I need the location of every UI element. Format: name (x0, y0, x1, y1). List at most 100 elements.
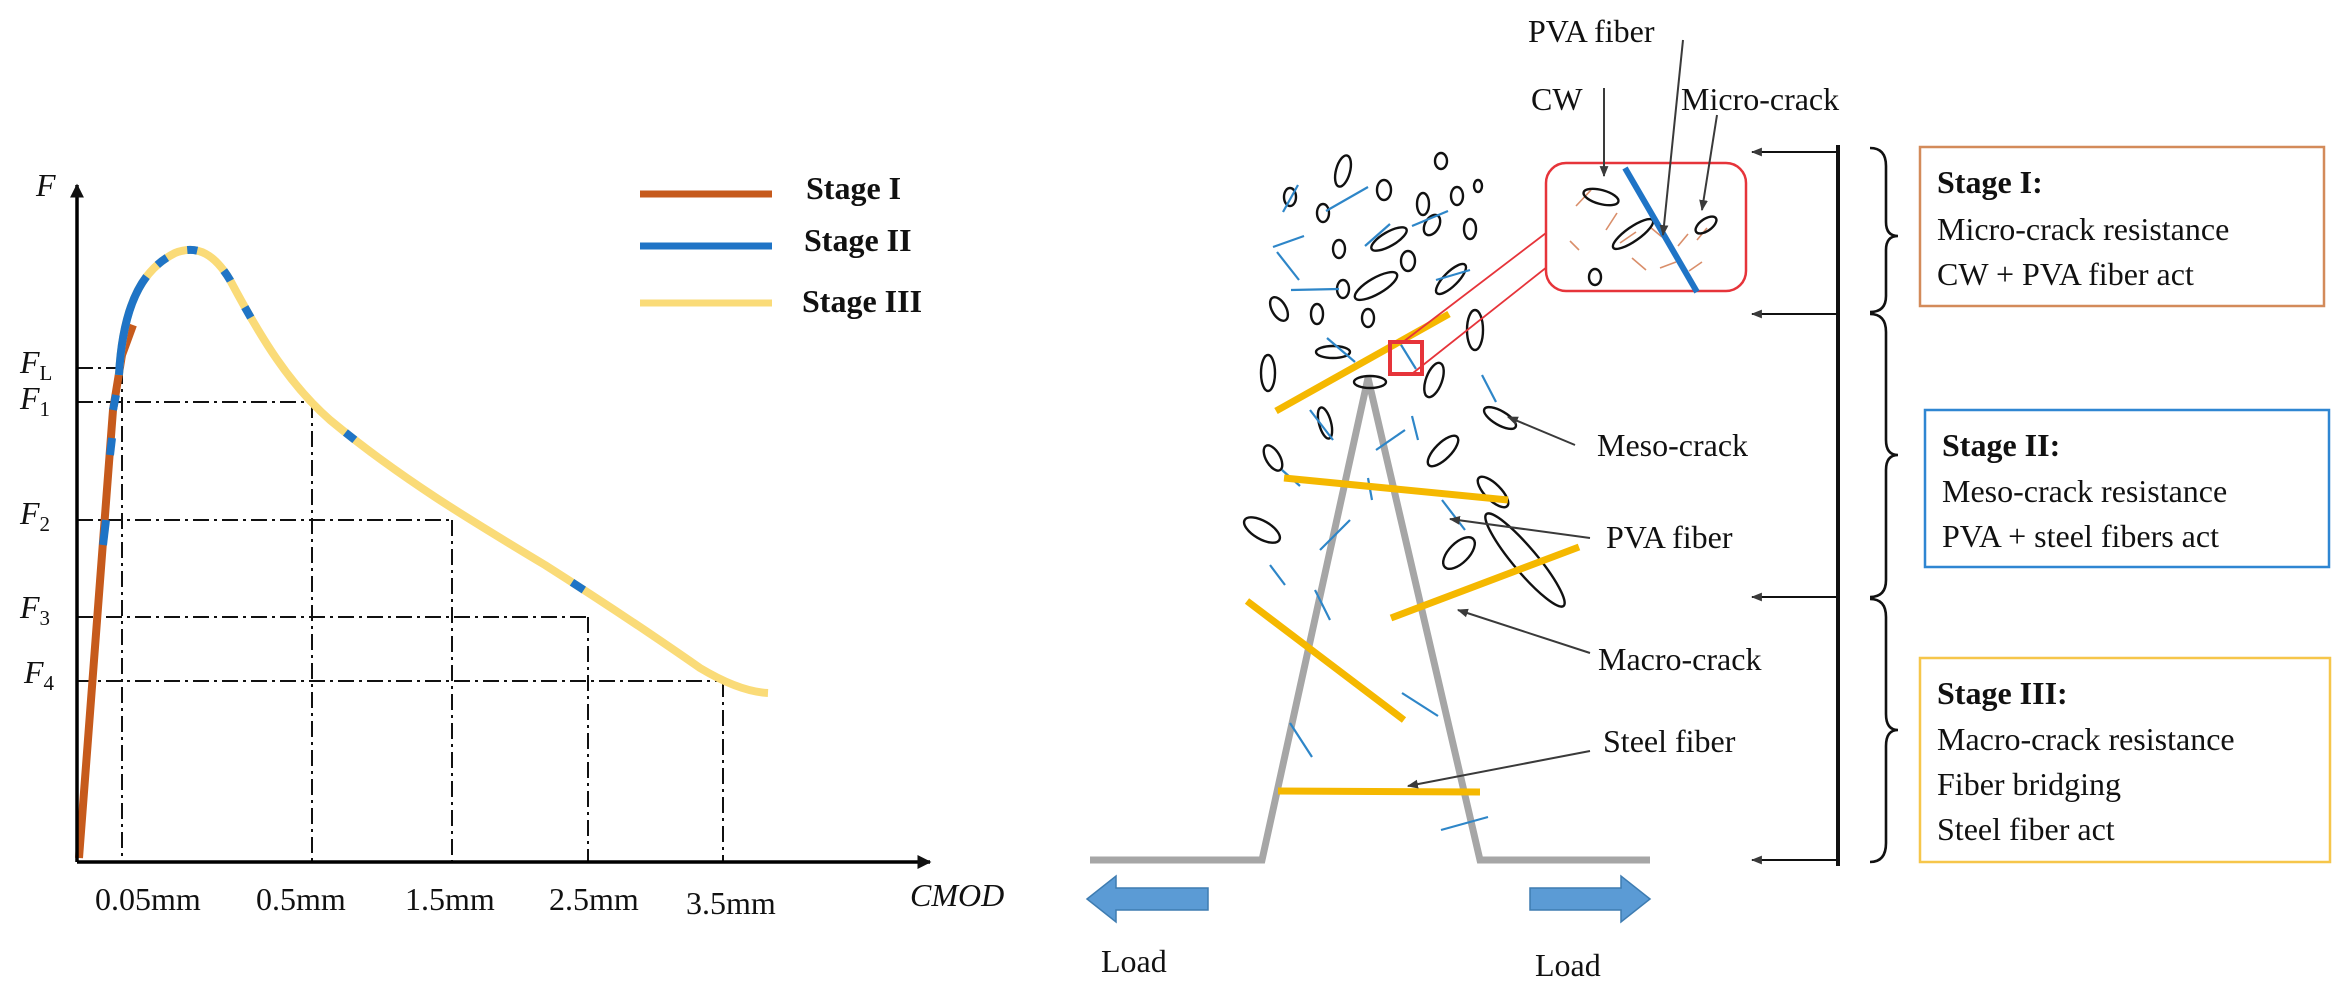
cw-whisker (1688, 261, 1703, 272)
steel-fiber (1274, 310, 1451, 415)
curve-stage-2-mark (109, 394, 120, 411)
stage-box-1: Stage I: Micro-crack resistance CW + PVA… (1918, 145, 2326, 308)
pva-fiber (1314, 589, 1331, 621)
label-pva-fiber-top: PVA fiber (1528, 13, 1655, 49)
stage-box-3-line: Steel fiber act (1937, 811, 2115, 847)
stage-box-1-line: Micro-crack resistance (1937, 211, 2229, 247)
label-cw: CW (1531, 81, 1583, 117)
zoom-connector-top (1402, 232, 1547, 343)
pva-fiber (1269, 564, 1286, 586)
pva-fiber (1440, 815, 1489, 832)
legend-label-stage-3: Stage III (802, 283, 922, 319)
pva-fiber (1364, 223, 1391, 247)
micro-crack (1353, 270, 1399, 302)
micro-crack (1316, 406, 1334, 440)
stage-box-2: Stage II: Meso-crack resistance PVA + st… (1923, 408, 2331, 569)
x-tick-label: 1.5mm (405, 881, 495, 917)
stage-box-2-title: Stage II: (1942, 427, 2060, 463)
micro-crack-inset (1582, 187, 1620, 207)
label-pva-fiber: PVA fiber (1606, 519, 1733, 555)
micro-crack (1315, 202, 1331, 224)
pva-fiber (1411, 209, 1449, 228)
pva-fiber (1325, 186, 1369, 212)
legend-label-stage-2: Stage II (804, 222, 912, 258)
specimen-outline (1090, 377, 1650, 864)
leader-micro-crack (1699, 114, 1718, 212)
label-micro-crack: Micro-crack (1681, 81, 1839, 117)
micro-crack (1433, 151, 1449, 171)
stage-box-3-frame (1918, 656, 2332, 864)
label-meso-crack: Meso-crack (1597, 427, 1748, 463)
load-label-left: Load (1101, 943, 1167, 979)
micro-crack (1415, 191, 1431, 217)
y-axis-label: F (35, 167, 56, 203)
stage-box-1-line: CW + PVA fiber act (1937, 256, 2194, 292)
pva-fiber (1441, 499, 1466, 531)
load-arrow-right (1529, 874, 1652, 924)
stage-box-1-frame (1918, 145, 2326, 308)
micro-crack (1268, 296, 1290, 322)
stage-box-2-line: Meso-crack resistance (1942, 473, 2227, 509)
leader-pva-top (1659, 39, 1684, 237)
cw-whisker (1631, 257, 1647, 271)
cw-whisker (1677, 233, 1689, 247)
pva-fiber (1481, 374, 1497, 403)
pva-fiber (1435, 268, 1471, 282)
load-label-right: Load (1535, 947, 1601, 983)
brace-stage-1 (1869, 146, 1899, 314)
cw-whisker (1575, 189, 1592, 207)
pva-fiber (1401, 692, 1439, 717)
leader-steel-fiber (1406, 750, 1591, 789)
micro-crack (1314, 344, 1352, 360)
micro-crack (1449, 185, 1465, 207)
micro-crack (1472, 178, 1484, 194)
pva-fiber (1375, 429, 1406, 451)
x-tick-label: 3.5mm (686, 885, 776, 921)
y-tick-label-f2: F2 (19, 495, 50, 536)
micro-crack (1462, 217, 1478, 241)
pva-fiber (1276, 251, 1300, 281)
micro-crack (1370, 226, 1408, 252)
pva-fiber (1309, 409, 1334, 441)
leader-meso-crack (1506, 416, 1576, 446)
micro-crack (1282, 186, 1298, 208)
x-axis-label: CMOD (910, 877, 1004, 913)
micro-crack-inset (1587, 267, 1603, 287)
pva-fiber (1326, 337, 1356, 363)
curve-stage-2-mark (99, 519, 110, 546)
crack-mechanism-diagram: PVA fiber CW Micro-crack Meso-crack PVA … (1085, 13, 2332, 983)
stage-box-2-line: PVA + steel fibers act (1942, 518, 2219, 554)
leader-pva-fiber (1448, 515, 1591, 539)
micro-crack (1262, 444, 1284, 472)
curve-stage-2-mark (106, 437, 116, 456)
chart-guides (77, 367, 724, 862)
micro-crack (1465, 308, 1485, 352)
curve-stage-2 (115, 245, 769, 697)
f-cmod-chart: F CMOD 0.05mm 0.5mm 1.5mm 2.5mm 3.5mm FL… (19, 167, 1004, 921)
pva-fiber (1410, 415, 1420, 441)
steel-fiber (1283, 474, 1509, 504)
cw-whisker (1619, 231, 1637, 244)
micro-crack (1375, 178, 1393, 202)
macro-crack (1484, 512, 1566, 608)
steel-fiber (1277, 787, 1481, 796)
y-tick-label-f4: F4 (23, 654, 55, 695)
pva-fiber (1272, 234, 1305, 249)
zoom-source-box (1388, 340, 1424, 376)
stage-box-3-line: Fiber bridging (1937, 766, 2121, 802)
micro-crack (1426, 434, 1460, 468)
zoom-connector-bottom (1412, 262, 1553, 374)
stage-box-3: Stage III: Macro-crack resistance Fiber … (1918, 656, 2332, 864)
brace-stage-3 (1869, 597, 1899, 864)
pva-fiber (1282, 184, 1299, 213)
cw-whisker (1605, 212, 1618, 231)
meso-crack (1441, 535, 1477, 571)
chart-legend: Stage I Stage II Stage III (640, 170, 922, 319)
curve-stage-3 (115, 245, 769, 697)
micro-crack-inset (1694, 215, 1718, 235)
micro-crack (1434, 262, 1468, 296)
cw-whisker (1659, 261, 1677, 269)
zoom-inset (1544, 161, 1748, 293)
x-tick-label: 0.5mm (256, 881, 346, 917)
